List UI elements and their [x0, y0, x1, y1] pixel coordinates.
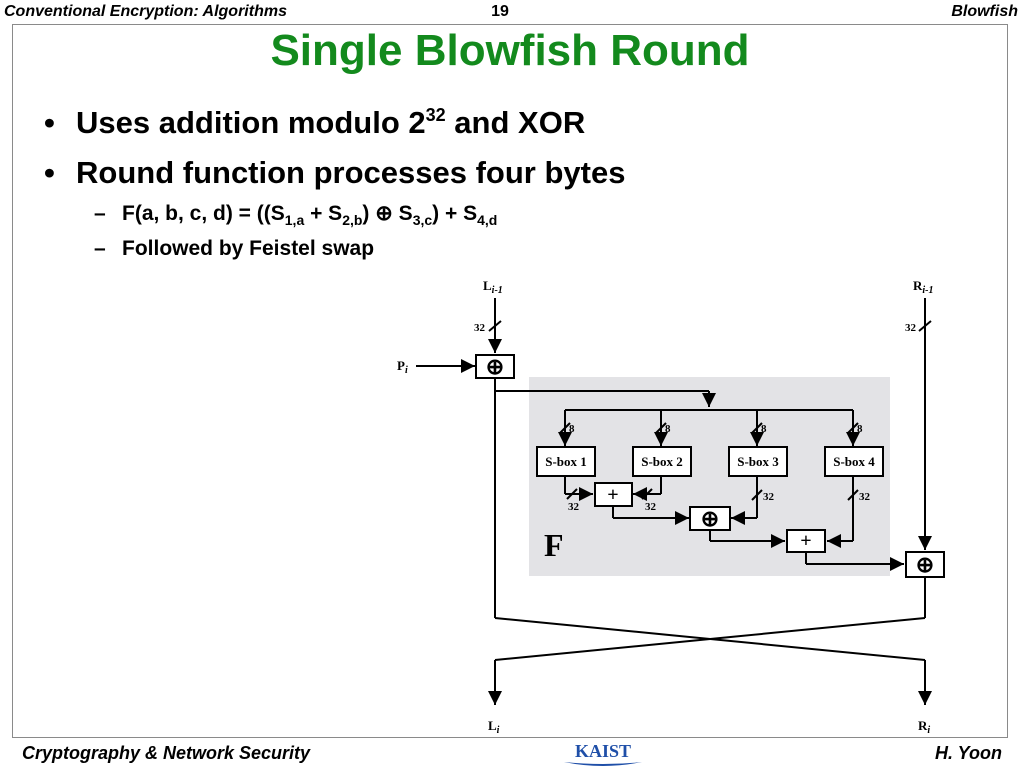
- header-topic: Blowfish: [951, 3, 1018, 20]
- width-label-8: 8: [761, 423, 767, 435]
- sbox-4-label: S-box 4: [833, 454, 875, 469]
- width-label-32: 32: [763, 491, 775, 503]
- dash-marker: –: [94, 237, 106, 260]
- P-input-label: Pi: [397, 358, 408, 376]
- width-label-32: 32: [859, 491, 871, 503]
- dash-marker: –: [94, 202, 106, 225]
- L-output-label: Li: [488, 718, 500, 736]
- xor-box-f: [689, 506, 731, 531]
- bullet-item: •Uses addition modulo 232 and XOR: [44, 98, 625, 148]
- xor-symbol: ⊕: [486, 354, 504, 379]
- xor-box-final: [905, 551, 945, 578]
- width-label-8: 8: [569, 423, 575, 435]
- kaist-logo-text: KAIST: [575, 741, 631, 761]
- bullet-list: •Uses addition modulo 232 and XOR •Round…: [44, 98, 625, 198]
- sbox-2: [632, 446, 692, 477]
- plus-symbol: +: [800, 530, 811, 552]
- plus-symbol: +: [607, 484, 618, 506]
- kaist-logo: KAIST: [564, 741, 642, 766]
- sub-bullet-list: –F(a, b, c, d) = ((S1,a + S2,b) ⊕ S3,c) …: [94, 196, 497, 266]
- width-label-32: 32: [645, 501, 657, 513]
- slide-frame: [12, 24, 1008, 738]
- sbox-3-label: S-box 3: [737, 454, 779, 469]
- page-number: 19: [491, 3, 509, 20]
- xor-box-top: [475, 354, 515, 379]
- sbox-1-label: S-box 1: [545, 454, 587, 469]
- bullet-item: •Round function processes four bytes: [44, 148, 625, 198]
- bullet-dot: •: [44, 155, 55, 190]
- sbox-2-label: S-box 2: [641, 454, 683, 469]
- width-label-8: 8: [665, 423, 671, 435]
- width-label-32: 32: [568, 501, 580, 513]
- adder-2: [786, 529, 826, 553]
- width-label-32: 32: [474, 322, 486, 334]
- bullet-dot: •: [44, 105, 55, 140]
- sub-bullet-feistel: –Followed by Feistel swap: [94, 231, 497, 266]
- header-course-title: Conventional Encryption: Algorithms: [4, 3, 287, 20]
- width-label-8: 8: [857, 423, 863, 435]
- R-output-label: Ri: [918, 718, 930, 736]
- slide-title: Single Blowfish Round: [270, 26, 750, 75]
- width-label-32: 32: [905, 322, 917, 334]
- sbox-4: [824, 446, 884, 477]
- sbox-1: [536, 446, 596, 477]
- xor-symbol: ⊕: [701, 506, 719, 531]
- f-label: F: [544, 527, 564, 563]
- sub-bullet-formula: –F(a, b, c, d) = ((S1,a + S2,b) ⊕ S3,c) …: [94, 196, 497, 231]
- R-input-label: Ri-1: [913, 278, 934, 296]
- footer-author: H. Yoon: [935, 743, 1002, 763]
- footer-course: Cryptography & Network Security: [22, 743, 311, 763]
- L-input-label: Li-1: [483, 278, 503, 296]
- xor-symbol: ⊕: [916, 552, 934, 577]
- adder-1: [594, 482, 633, 507]
- sbox-3: [728, 446, 788, 477]
